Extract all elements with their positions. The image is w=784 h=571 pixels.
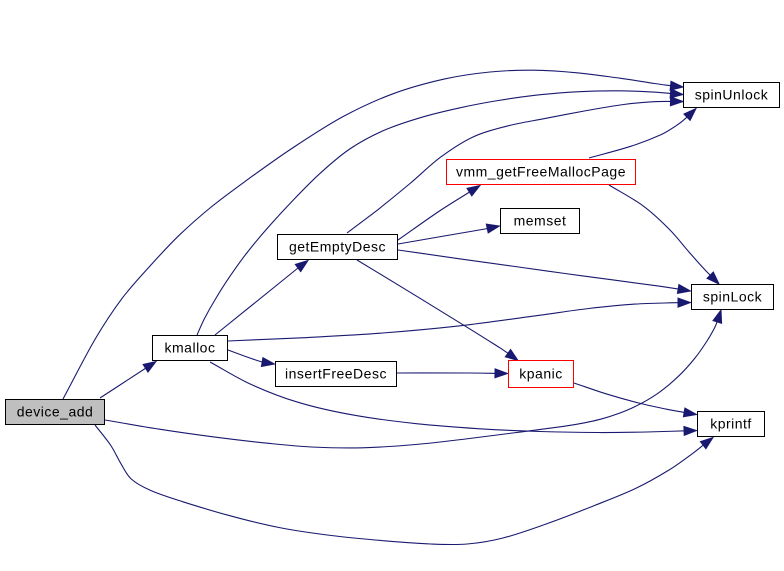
svg-text:spinLock: spinLock (703, 289, 763, 305)
svg-text:spinUnlock: spinUnlock (695, 87, 769, 103)
svg-text:device_add: device_add (17, 404, 94, 420)
svg-text:vmm_getFreeMallocPage: vmm_getFreeMallocPage (456, 164, 626, 180)
svg-text:insertFreeDesc: insertFreeDesc (285, 366, 387, 382)
svg-text:kmalloc: kmalloc (165, 340, 216, 356)
svg-text:kprintf: kprintf (710, 416, 752, 432)
svg-text:memset: memset (514, 213, 567, 229)
svg-text:kpanic: kpanic (519, 366, 562, 382)
svg-text:getEmptyDesc: getEmptyDesc (289, 239, 386, 255)
